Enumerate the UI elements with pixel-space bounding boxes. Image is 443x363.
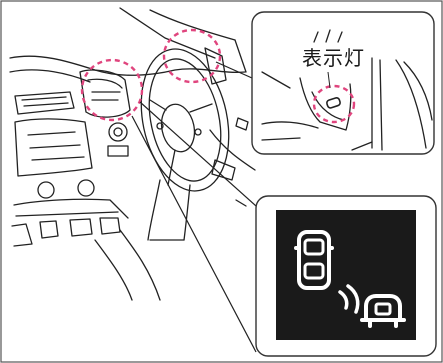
indicator-label: 表示灯 (302, 47, 365, 69)
mirror-callout-box (252, 12, 434, 154)
symbol-callout-box (256, 196, 436, 356)
